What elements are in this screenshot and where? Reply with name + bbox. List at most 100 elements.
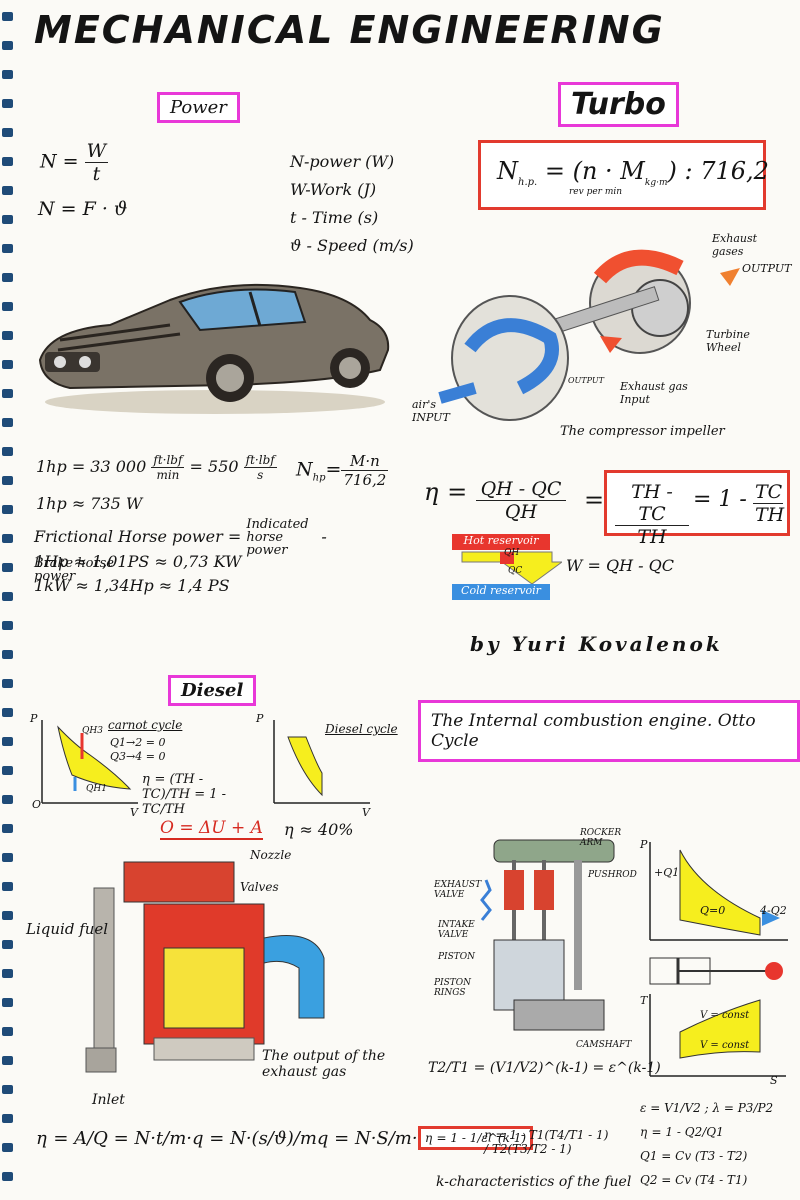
label-inlet: Inlet <box>92 1092 125 1108</box>
nhp-sub: hp <box>312 472 326 484</box>
otto-side-4: Q2 = Cv (T4 - T1) <box>640 1173 748 1187</box>
label-nozzle: Nozzle <box>250 848 292 862</box>
page-title: MECHANICAL ENGINEERING <box>34 8 665 52</box>
friction-prefix: Frictional Horse power = <box>34 527 242 546</box>
binding-ring <box>2 1143 13 1152</box>
diesel-efficiency-formula: ƞ = A/Q = N·t/m·q = N·(s/ϑ)/mq = N·S/m·q… <box>36 1128 448 1149</box>
friction-indicated: Indicated horse power <box>246 517 309 558</box>
efficiency-equals: = <box>584 486 605 514</box>
friction-minus: - <box>321 527 327 546</box>
hp-num: ft·lbf <box>151 453 185 468</box>
turbocharger-illustration <box>438 249 740 421</box>
eff-num-1: QH - QC <box>476 478 566 501</box>
friction-formula: Frictional Horse power = Indicated horse… <box>34 518 414 583</box>
diesel-cycle-label: Diesel cycle <box>325 722 398 736</box>
eff-den-1: QH <box>504 501 538 523</box>
formula-lhs: N = <box>40 150 79 173</box>
cylinder-schematic <box>649 957 783 985</box>
formula-num: W <box>84 140 109 163</box>
reservoir-qc: QC <box>508 566 523 576</box>
binding-ring <box>2 1114 13 1123</box>
binding-ring <box>2 940 13 949</box>
carnot-pv-diagram <box>41 720 138 804</box>
valve-train-illustration <box>480 839 615 1031</box>
label-pushrod: PUSHROD <box>588 870 637 880</box>
carnot-cycle-label: carnot cycle <box>108 718 183 732</box>
carnot-o-label: O <box>32 798 42 811</box>
conversion-2: 1kW ≈ 1,34Hp ≈ 1,4 PS <box>34 576 230 595</box>
binding-ring <box>2 650 13 659</box>
power-formula-2: N = F · ϑ <box>38 198 128 220</box>
eff-num-3: TC <box>753 481 783 504</box>
binding-ring <box>2 1056 13 1065</box>
hp-den: min <box>156 468 180 482</box>
binding-ring <box>2 273 13 282</box>
diesel-engine-illustration <box>85 861 325 1073</box>
friction-brake: Brake horse power <box>34 556 114 584</box>
reservoir-qh: QH <box>504 548 520 558</box>
binding-ring <box>2 389 13 398</box>
label-piston: PISTON <box>438 952 476 962</box>
legend-work: W-Work (J) <box>290 180 377 199</box>
otto-q1: +Q1 <box>654 866 680 879</box>
binding-ring <box>2 99 13 108</box>
binding-ring <box>2 360 13 369</box>
carnot-efficiency: ƞ = (TH - TC)/TH = 1 - TC/TH <box>142 772 227 817</box>
binding-ring <box>2 1172 13 1181</box>
power-heading: Power <box>157 92 240 123</box>
eff-den-2: TH <box>637 526 667 548</box>
label-exhaust-gas-input: Exhaust gas Input <box>620 380 688 406</box>
label-rocker-arm: ROCKER ARM <box>580 828 622 848</box>
eff-one-minus: = 1 - <box>693 487 747 512</box>
label-output-top: OUTPUT <box>742 262 792 275</box>
diesel-pv-diagram <box>273 720 370 804</box>
otto-ts-diagram <box>649 994 786 1077</box>
car-illustration <box>38 283 390 414</box>
spiral-binding <box>0 0 16 1200</box>
diesel-efficiency-40: ƞ ≈ 40% <box>284 820 354 839</box>
binding-ring <box>2 795 13 804</box>
label-exhaust-gases: Exhaust gases <box>712 232 758 258</box>
reservoir-arrow <box>461 551 562 585</box>
work-formula: W = QH - QC <box>566 556 675 575</box>
turbo-heading: Turbo <box>558 82 679 127</box>
binding-ring <box>2 505 13 514</box>
otto-efficiency-box: ƞ = 1 - 1/ε^(k-1) <box>418 1126 534 1150</box>
turbo-n-sub: rev per min <box>569 187 623 197</box>
diesel-heading: Diesel <box>168 675 257 706</box>
binding-ring <box>2 998 13 1007</box>
binding-ring <box>2 186 13 195</box>
label-liquid-fuel: Liquid fuel <box>26 920 109 938</box>
first-law: O = ΔU + A <box>160 818 263 840</box>
label-intake-valve: INTAKE VALVE <box>438 920 475 940</box>
label-output-mid: OUTPUT <box>568 376 604 385</box>
carnot-line-2: Q3→4 = 0 <box>110 750 166 763</box>
otto-vconst-2: V = const <box>700 1040 750 1051</box>
otto-q0: Q=0 <box>700 904 726 917</box>
efficiency-eta: ƞ = <box>424 478 468 506</box>
binding-ring <box>2 157 13 166</box>
otto-t-label: T <box>640 994 648 1007</box>
binding-ring <box>2 244 13 253</box>
turbo-tail: ) : 716,2 <box>667 157 769 185</box>
binding-ring <box>2 911 13 920</box>
binding-ring <box>2 708 13 717</box>
conversion-1: 1Hp ≈ 1,01PS ≈ 0,73 KW <box>34 552 242 571</box>
legend-time: t - Time (s) <box>290 208 379 227</box>
otto-s-label: S <box>770 1074 778 1087</box>
binding-ring <box>2 563 13 572</box>
binding-ring <box>2 882 13 891</box>
hp-mid: = 550 <box>189 457 239 476</box>
label-turbine-wheel: Turbine Wheel <box>706 328 750 354</box>
otto-side-formulas: ε = V1/V2 ; λ = P3/P2 ƞ = 1 - Q2/Q1 Q1 =… <box>640 1096 773 1192</box>
eff-num-2: TH - TC <box>615 481 689 526</box>
otto-vconst-1: V = const <box>700 1010 750 1021</box>
power-legend: N-power (W) W-Work (J) t - Time (s) ϑ - … <box>290 148 414 260</box>
otto-q4: 4-Q2 <box>760 904 787 917</box>
author: by Yuri Kovalenok <box>470 632 723 656</box>
carnot-line-1: Q1→2 = 0 <box>110 736 166 749</box>
binding-ring <box>2 1027 13 1036</box>
